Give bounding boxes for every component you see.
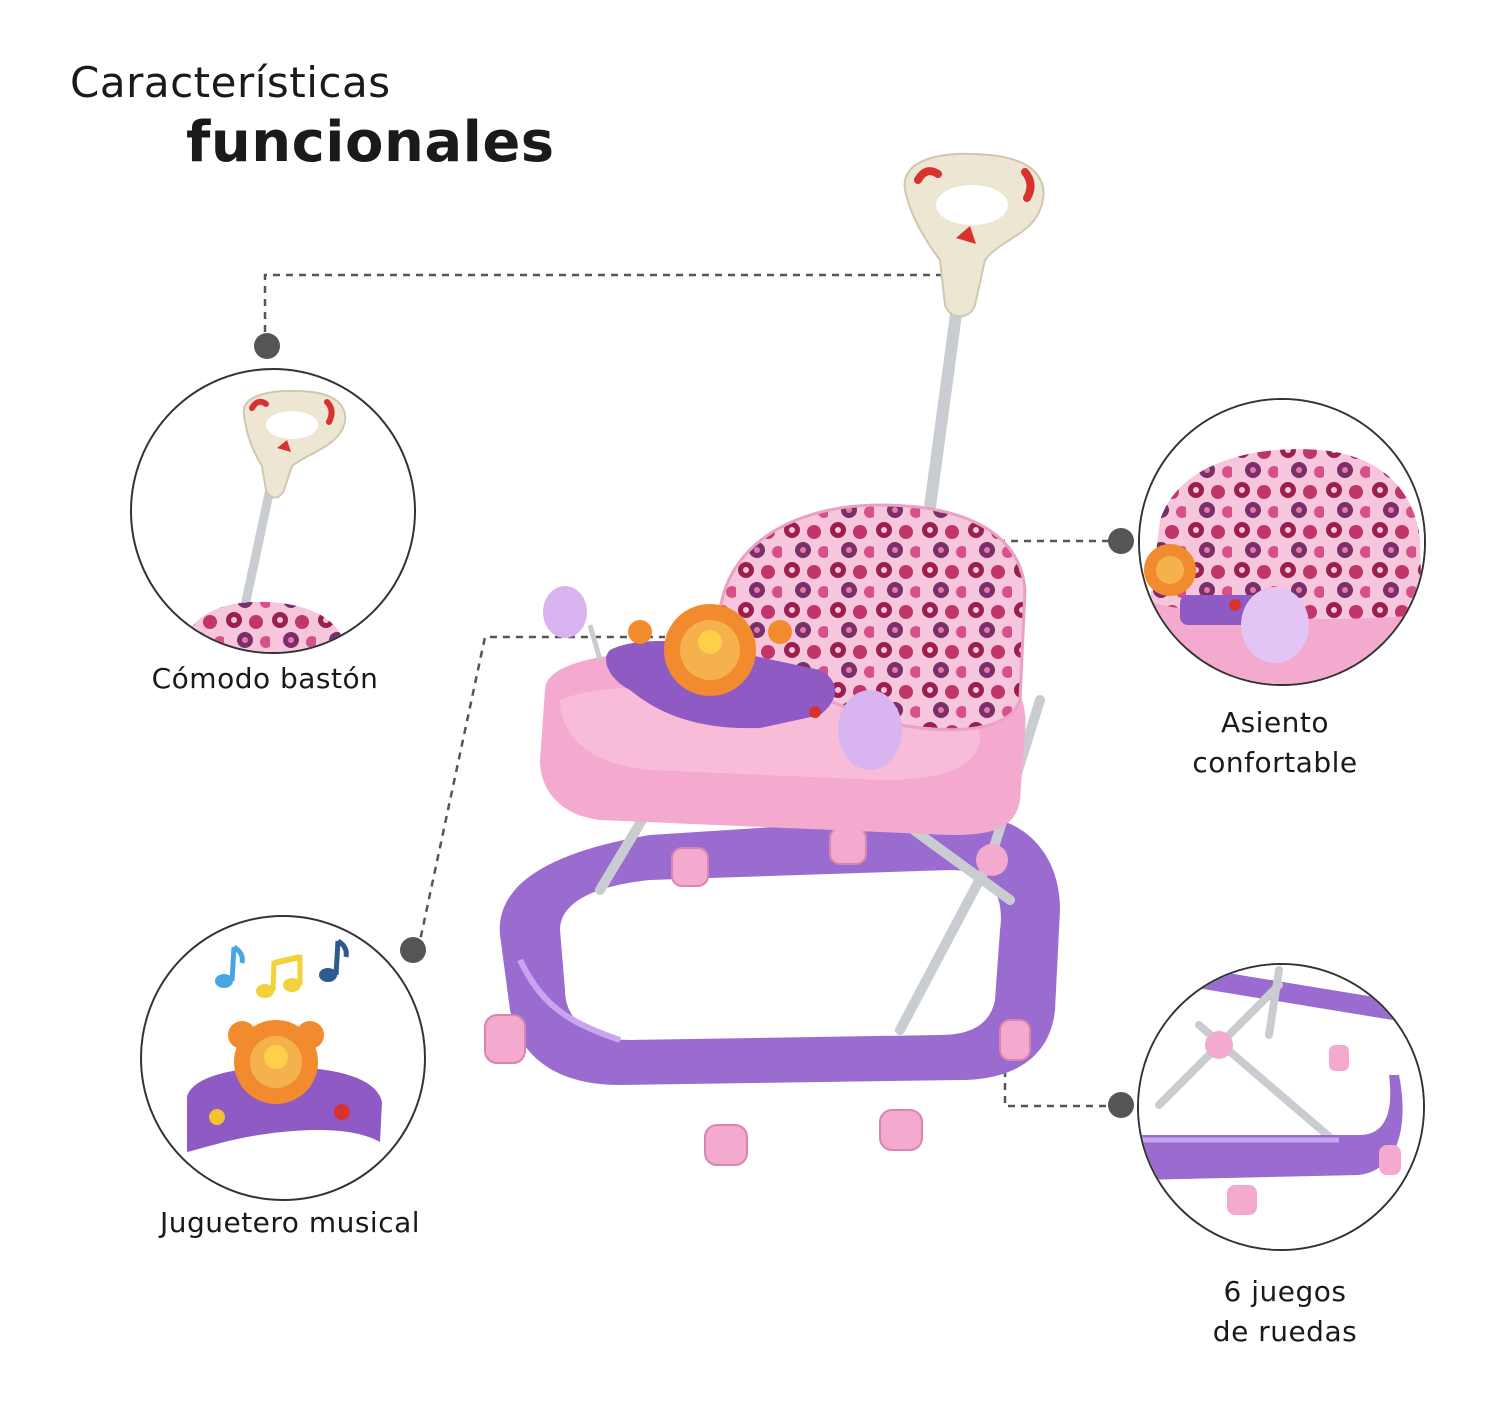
caption-handle: Cómodo bastón	[151, 662, 379, 695]
leader-dot-handle	[254, 333, 280, 359]
leader-handle	[263, 273, 960, 345]
music-notes-yellow-icon	[256, 954, 303, 998]
music-note-navy-icon	[319, 938, 349, 982]
walker-base	[499, 814, 1060, 1085]
caption-seat-line-2: confortable	[1192, 746, 1358, 779]
caption-seat-line-1: Asiento	[1220, 706, 1330, 739]
leader-dot-toy	[400, 937, 426, 963]
handle-detail-image	[182, 389, 347, 652]
caption-wheels: 6 juegos de ruedas	[1160, 1272, 1410, 1352]
leader-dot-seat	[1108, 528, 1134, 554]
music-note-blue-icon	[215, 944, 245, 988]
caption-seat: Asiento confortable	[1140, 703, 1410, 783]
title-line-1: Características	[70, 58, 391, 107]
leader-dot-wheels	[1108, 1092, 1134, 1118]
title-line-2: funcionales	[186, 110, 555, 175]
caption-wheels-line-1: 6 juegos	[1223, 1275, 1347, 1308]
detail-circle-seat	[1138, 398, 1426, 686]
toy-detail-image	[187, 938, 382, 1152]
caption-toy: Juguetero musical	[159, 1206, 421, 1239]
detail-circle-toy	[140, 915, 426, 1201]
caption-wheels-line-2: de ruedas	[1212, 1315, 1358, 1348]
detail-circle-wheels	[1137, 963, 1425, 1251]
seat-detail-image	[1140, 400, 1424, 684]
wheels-detail-image	[1139, 965, 1423, 1249]
detail-circle-handle	[130, 368, 416, 654]
walker-toy-panel	[606, 604, 835, 729]
leader-toy	[416, 635, 665, 951]
